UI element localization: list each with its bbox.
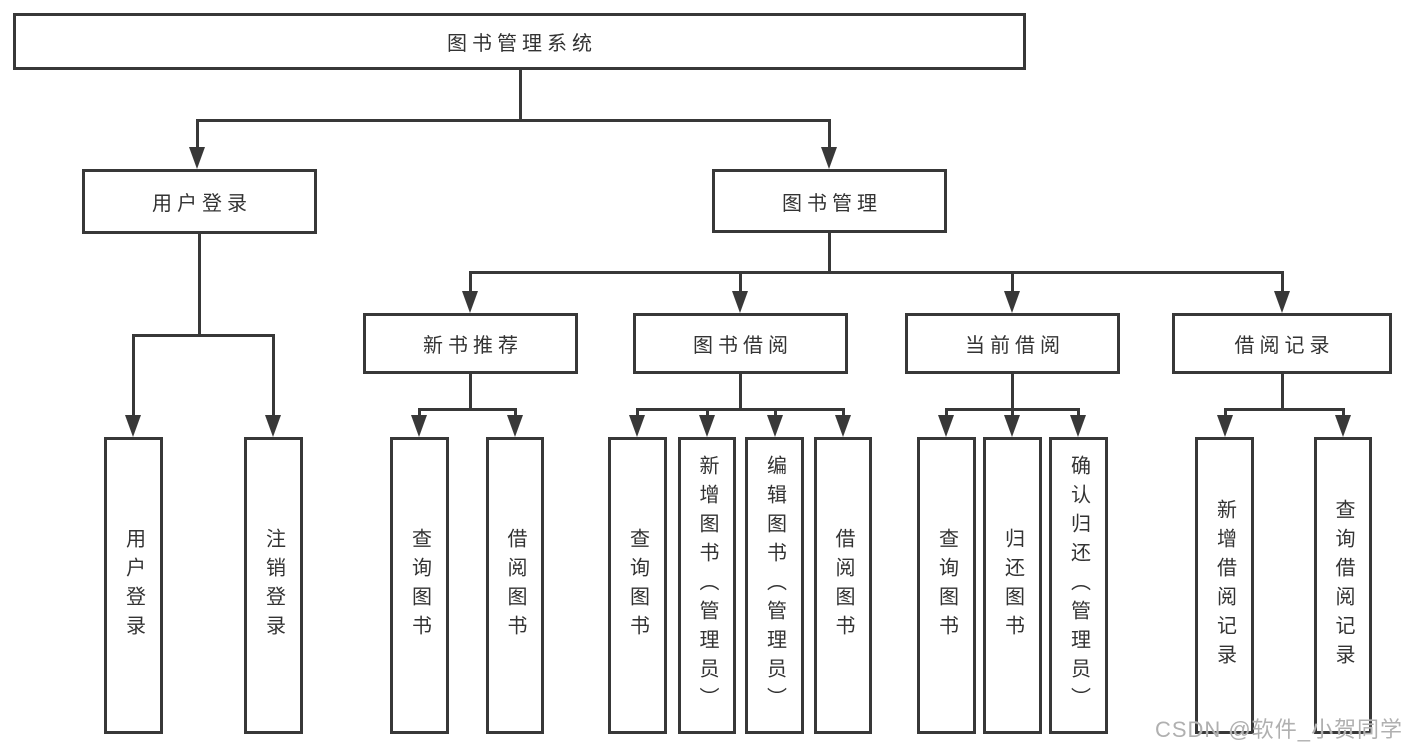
connector-stem <box>469 271 472 294</box>
leaf-add-borrow-record-box: 新增借阅记录 <box>1195 437 1254 734</box>
connector-stem <box>635 408 639 418</box>
leaf-query-books-current-label: 查询图书 <box>935 527 958 644</box>
arrowhead-down <box>507 415 523 437</box>
arrowhead-down <box>1274 291 1290 313</box>
leaf-logout-box: 注销登录 <box>244 437 303 734</box>
connector-stem <box>841 408 845 418</box>
leaf-borrow-books-box: 借阅图书 <box>814 437 872 734</box>
leaf-borrow-books-label: 借阅图书 <box>832 527 854 644</box>
node-new-book-recommend-label: 新书推荐 <box>423 335 523 357</box>
arrowhead-down <box>1004 415 1020 437</box>
connector-bar <box>417 408 517 411</box>
leaf-confirm-return-admin-box: 确认归还（管理员） <box>1049 437 1108 734</box>
arrowhead-down <box>1217 415 1233 437</box>
node-book-borrow-label: 图书借阅 <box>693 335 793 357</box>
arrowhead-down <box>125 415 141 437</box>
connector-stem <box>1341 408 1345 418</box>
leaf-query-borrow-record-box: 查询借阅记录 <box>1314 437 1372 734</box>
node-root-label: 图书管理系统 <box>447 33 597 55</box>
node-current-borrow-box: 当前借阅 <box>905 313 1120 374</box>
arrowhead-down <box>189 147 205 169</box>
leaf-query-borrow-record-label: 查询借阅记录 <box>1332 498 1354 673</box>
connector-stem <box>417 408 421 418</box>
leaf-query-books-current-box: 查询图书 <box>917 437 976 734</box>
leaf-query-books-recommend-box: 查询图书 <box>390 437 449 734</box>
connector-stem-user-login <box>195 119 199 149</box>
node-borrow-records-label: 借阅记录 <box>1234 335 1335 357</box>
leaf-borrow-books-recommend-box: 借阅图书 <box>486 437 544 734</box>
connector-bar <box>635 408 845 411</box>
arrowhead-down <box>411 415 427 437</box>
leaf-user-login-box: 用户登录 <box>104 437 163 734</box>
connector-mgmt-bar <box>469 271 1283 274</box>
arrowhead-down <box>1004 291 1020 313</box>
arrowhead-down <box>767 415 783 437</box>
leaf-confirm-return-admin-label: 确认归还（管理员） <box>1067 455 1090 716</box>
connector-stem <box>1010 408 1014 418</box>
arrowhead-down <box>629 415 645 437</box>
connector-stem <box>513 408 517 418</box>
connector-login-bar <box>131 334 275 337</box>
arrowhead-down <box>462 291 478 313</box>
connector-bar <box>1223 408 1345 411</box>
connector-login-drop <box>197 233 201 337</box>
connector-stem-book-mgmt <box>827 119 831 149</box>
node-user-login-label: 用户登录 <box>152 193 252 215</box>
connector-drop <box>1281 374 1284 411</box>
arrowhead-down <box>1070 415 1086 437</box>
node-new-book-recommend-box: 新书推荐 <box>363 313 578 374</box>
arrowhead-down <box>821 147 837 169</box>
connector-stem <box>944 408 948 418</box>
leaf-query-books-borrow-box: 查询图书 <box>608 437 667 734</box>
connector-drop <box>1011 374 1014 411</box>
node-root-box: 图书管理系统 <box>13 13 1026 70</box>
leaf-borrow-books-recommend-label: 借阅图书 <box>504 527 526 644</box>
connector-root-bar <box>195 119 831 122</box>
connector-stem <box>773 408 777 418</box>
leaf-add-books-admin-box: 新增图书（管理员） <box>678 437 736 734</box>
connector-stem <box>705 408 709 418</box>
arrowhead-down <box>265 415 281 437</box>
connector-stem <box>739 271 742 294</box>
leaf-return-books-box: 归还图书 <box>983 437 1042 734</box>
node-book-borrow-box: 图书借阅 <box>633 313 848 374</box>
connector-stem <box>1011 271 1014 294</box>
leaf-return-books-label: 归还图书 <box>1001 527 1024 644</box>
arrowhead-down <box>732 291 748 313</box>
connector-stem <box>271 334 275 417</box>
connector-mgmt-drop <box>827 232 831 274</box>
node-book-management-label: 图书管理 <box>782 192 882 215</box>
leaf-edit-books-admin-box: 编辑图书（管理员） <box>745 437 804 734</box>
connector-stem <box>1223 408 1227 418</box>
leaf-query-books-recommend-label: 查询图书 <box>408 527 431 644</box>
leaf-add-borrow-record-label: 新增借阅记录 <box>1213 498 1236 673</box>
arrowhead-down <box>835 415 851 437</box>
node-book-management-box: 图书管理 <box>712 169 947 233</box>
node-borrow-records-box: 借阅记录 <box>1172 313 1392 374</box>
leaf-user-login-label: 用户登录 <box>122 527 145 644</box>
connector-drop <box>469 374 472 411</box>
arrowhead-down <box>938 415 954 437</box>
connector-stem <box>131 334 135 417</box>
arrowhead-down <box>1335 415 1351 437</box>
connector-root-drop <box>518 70 522 119</box>
connector-stem <box>1076 408 1080 418</box>
leaf-logout-label: 注销登录 <box>262 527 285 644</box>
connector-stem <box>1281 271 1284 294</box>
arrowhead-down <box>699 415 715 437</box>
connector-drop <box>739 374 742 411</box>
node-current-borrow-label: 当前借阅 <box>965 335 1065 357</box>
leaf-query-books-borrow-label: 查询图书 <box>626 527 649 644</box>
watermark-text: CSDN @软件_小贺同学 <box>1154 717 1403 742</box>
node-user-login-box: 用户登录 <box>82 169 317 234</box>
leaf-add-books-admin-label: 新增图书（管理员） <box>696 455 718 716</box>
leaf-edit-books-admin-label: 编辑图书（管理员） <box>763 455 786 716</box>
